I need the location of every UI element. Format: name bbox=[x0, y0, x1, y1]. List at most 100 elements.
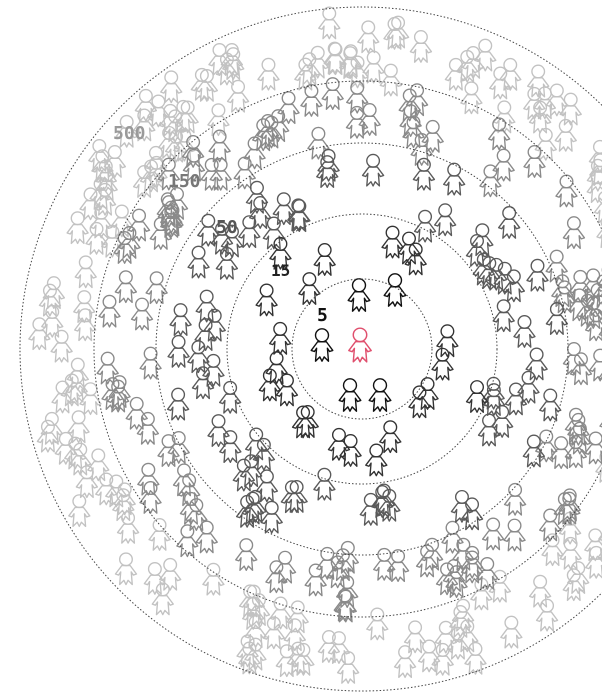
person-head bbox=[197, 367, 210, 380]
person-body bbox=[132, 311, 153, 330]
person-body bbox=[203, 576, 224, 595]
person-body bbox=[526, 361, 547, 380]
person-body bbox=[546, 315, 567, 334]
person-head bbox=[202, 214, 215, 227]
person-body bbox=[177, 538, 198, 557]
person-head bbox=[363, 104, 376, 117]
person-head bbox=[329, 43, 342, 56]
person-ring-50 bbox=[540, 389, 561, 421]
person-ring-150 bbox=[201, 159, 222, 191]
person-ring-150 bbox=[563, 217, 584, 249]
person-body bbox=[586, 559, 602, 578]
person-body bbox=[233, 472, 254, 491]
person-head bbox=[385, 64, 398, 77]
person-ring-150 bbox=[210, 159, 231, 191]
person-body bbox=[540, 522, 561, 541]
person-ring-50 bbox=[444, 163, 465, 195]
person-body bbox=[137, 425, 158, 444]
person-head bbox=[441, 325, 454, 338]
person-body bbox=[278, 104, 299, 123]
person-head bbox=[471, 381, 484, 394]
person-head bbox=[497, 300, 510, 313]
person-body bbox=[234, 170, 255, 189]
person-body bbox=[596, 463, 602, 482]
person-head bbox=[479, 39, 492, 52]
person-head bbox=[116, 205, 129, 218]
rings-layer bbox=[20, 7, 602, 691]
person-ring-500 bbox=[358, 21, 379, 53]
person-ring-15 bbox=[297, 406, 318, 438]
person-body bbox=[542, 547, 563, 566]
person-body bbox=[409, 399, 430, 418]
person-body bbox=[471, 591, 492, 610]
person-head bbox=[353, 328, 366, 341]
person-head bbox=[574, 271, 587, 284]
person-ring-500 bbox=[318, 631, 339, 663]
person-body bbox=[270, 335, 291, 354]
person-body bbox=[115, 284, 136, 303]
person-head bbox=[594, 349, 602, 362]
person-body bbox=[348, 292, 370, 311]
person-head bbox=[109, 146, 122, 159]
person-head bbox=[409, 621, 422, 634]
person-ring-150 bbox=[99, 295, 120, 327]
person-ring-50 bbox=[170, 304, 191, 336]
person-body bbox=[493, 313, 514, 332]
person-head bbox=[101, 352, 114, 365]
person-body bbox=[244, 150, 265, 169]
person-head bbox=[518, 316, 531, 329]
person-ring-500 bbox=[75, 309, 96, 341]
person-body bbox=[585, 445, 602, 464]
person-head bbox=[311, 46, 324, 59]
person-head bbox=[426, 121, 439, 134]
person-head bbox=[415, 31, 428, 44]
person-head bbox=[364, 494, 377, 507]
person-ring-500 bbox=[595, 191, 602, 223]
person-body bbox=[417, 390, 438, 409]
person-body bbox=[314, 481, 335, 500]
person-body bbox=[253, 451, 274, 470]
person-ring-500 bbox=[388, 16, 409, 48]
person-head bbox=[413, 386, 426, 399]
person-head bbox=[386, 226, 399, 239]
person-head bbox=[353, 279, 366, 292]
person-body bbox=[384, 30, 405, 49]
person-head bbox=[144, 347, 157, 360]
person-ring-150 bbox=[556, 175, 577, 207]
person-head bbox=[323, 7, 336, 20]
person-head bbox=[568, 217, 581, 230]
person-ring-150 bbox=[483, 518, 504, 550]
person-ring-150 bbox=[505, 484, 526, 515]
person-head bbox=[292, 199, 305, 212]
person-head bbox=[73, 495, 86, 508]
person-head bbox=[498, 101, 511, 114]
person-head bbox=[367, 154, 380, 167]
person-head bbox=[205, 159, 218, 172]
person-body bbox=[328, 441, 349, 460]
person-body bbox=[115, 566, 136, 585]
person-body bbox=[540, 402, 561, 421]
person-head bbox=[274, 597, 287, 610]
person-body bbox=[530, 588, 551, 607]
person-head bbox=[150, 272, 163, 285]
person-ring-150 bbox=[305, 564, 326, 596]
person-ring-150 bbox=[174, 464, 195, 496]
person-head bbox=[149, 563, 162, 576]
person-body bbox=[405, 256, 426, 275]
person-ring-15 bbox=[266, 352, 287, 384]
person-head bbox=[207, 355, 220, 368]
person-ring-50 bbox=[239, 216, 260, 248]
person-head bbox=[279, 551, 292, 564]
person-ring-500 bbox=[537, 599, 558, 631]
person-body bbox=[259, 382, 280, 401]
person-body bbox=[435, 217, 456, 236]
person-head bbox=[503, 207, 516, 220]
person-body bbox=[570, 366, 591, 385]
person-body bbox=[338, 664, 359, 683]
person-ring-500 bbox=[258, 58, 279, 90]
person-ring-500 bbox=[380, 64, 401, 96]
person-body bbox=[168, 401, 189, 420]
person-head bbox=[164, 105, 177, 118]
ring-label-50: 50 bbox=[216, 217, 238, 238]
person-ring-500 bbox=[461, 82, 482, 114]
